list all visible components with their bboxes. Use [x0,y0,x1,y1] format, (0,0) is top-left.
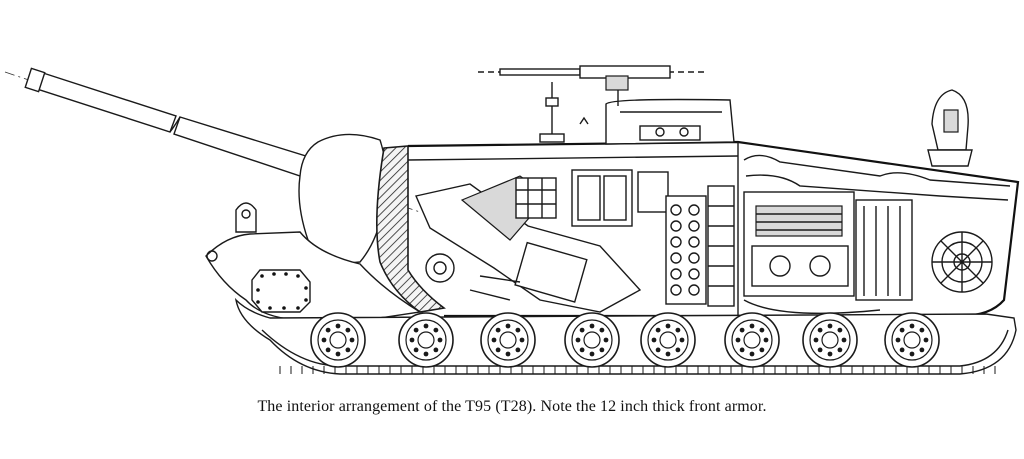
road-wheels [310,312,940,368]
machine-gun [478,65,705,106]
front-armor [376,145,446,313]
gun-barrel [24,67,339,187]
commander-cupola [605,98,735,145]
transmission [855,199,913,301]
antenna-mount [539,82,589,143]
road-wheel [398,312,454,368]
ammunition-rack [515,169,735,307]
road-wheel [640,312,696,368]
figure-caption: The interior arrangement of the T95 (T28… [257,398,767,415]
gun-mantlet [298,133,387,264]
road-wheel [884,312,940,368]
road-wheel [310,312,366,368]
rear-sight [927,89,973,167]
engine [743,191,881,315]
drive-sprocket [931,231,993,293]
road-wheel [724,312,780,368]
road-wheel [564,312,620,368]
tank-cutaway-drawing [4,65,1020,375]
road-wheel [802,312,858,368]
rear-deck-piping [743,154,1011,187]
road-wheel [480,312,536,368]
idler-cover-plate [251,269,311,313]
